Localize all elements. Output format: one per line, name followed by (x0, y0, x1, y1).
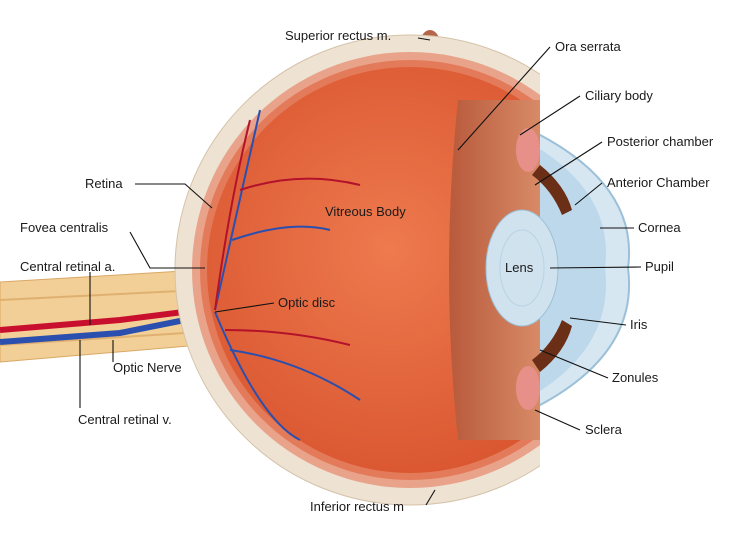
lens-nucleus (499, 229, 545, 307)
label-pupil: Pupil (645, 259, 674, 274)
label-retina: Retina (85, 176, 123, 191)
ciliary-body-lower (516, 366, 540, 410)
ciliary-body-upper (516, 128, 540, 172)
label-zonules: Zonules (612, 370, 659, 385)
label-posterior-chamber: Posterior chamber (607, 134, 714, 149)
anterior-chamber (525, 140, 606, 400)
label-lens: Lens (505, 260, 534, 275)
label-inferior-rectus: Inferior rectus m (310, 499, 404, 514)
label-central-retinal-artery: Central retinal a. (20, 259, 115, 274)
label-anterior-chamber: Anterior Chamber (607, 175, 710, 190)
label-iris: Iris (630, 317, 648, 332)
label-central-retinal-vein: Central retinal v. (78, 412, 172, 427)
label-ciliary-body: Ciliary body (585, 88, 653, 103)
iris-upper (532, 165, 572, 215)
label-fovea-centralis: Fovea centralis (20, 220, 109, 235)
label-ora-serrata: Ora serrata (555, 39, 622, 54)
label-superior-rectus: Superior rectus m. (285, 28, 391, 43)
label-cornea: Cornea (638, 220, 681, 235)
label-vitreous-body: Vitreous Body (325, 204, 406, 219)
leader-lines (79, 37, 642, 506)
label-sclera: Sclera (585, 422, 623, 437)
label-optic-nerve: Optic Nerve (113, 360, 182, 375)
label-optic-disc: Optic disc (278, 295, 336, 310)
iris-lower (532, 320, 572, 372)
retinal-vessels (214, 109, 361, 441)
